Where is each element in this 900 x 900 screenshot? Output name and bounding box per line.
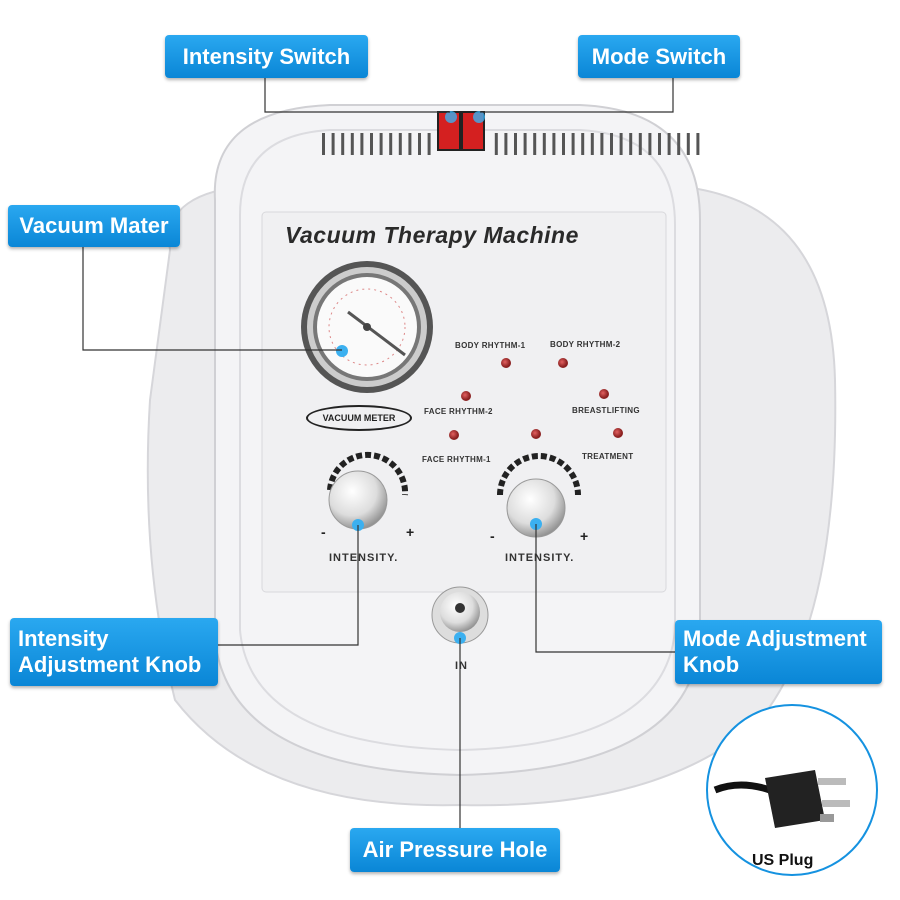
vent-slot [590,133,594,155]
vent-slot [523,133,527,155]
product-title: Vacuum Therapy Machine [285,222,579,248]
vent-slot [571,133,575,155]
vent-slot [533,133,537,155]
vent-slot [494,133,498,155]
vent-slot [408,133,412,155]
inlet-label: IN [455,660,468,672]
mode-label: FACE RHYTHM-1 [422,455,491,464]
vent-slot [341,133,345,155]
mode-label: FACE RHYTHM-2 [424,407,493,416]
vent-slot [696,133,700,155]
callout-vacuum-meter: Vacuum Mater [8,205,180,247]
plus-label: + [406,524,415,540]
minus-label: - [490,528,495,544]
vent-slot [331,133,335,155]
intensity-label: INTENSITY. [505,552,575,564]
callout-mode-switch: Mode Switch [578,35,740,78]
mode-label: BREASTLIFTING [572,406,640,415]
intensity-label: INTENSITY. [329,552,399,564]
vent-slot [542,133,546,155]
vent-slot [418,133,421,155]
mode-label: TREATMENT [582,452,634,461]
vent-slot [504,133,508,155]
plus-label: + [580,528,589,544]
air-inlet [431,586,489,644]
vent-slot [350,133,354,155]
vent-slot [629,133,633,155]
callout-intensity-switch: Intensity Switch [165,35,368,78]
vacuum-meter-label: VACUUM METER [306,405,412,431]
vent-slot [658,133,661,155]
vent-slot [360,133,364,155]
callout-intensity-knob: Intensity Adjustment Knob [10,618,218,686]
vacuum-gauge [301,261,433,393]
mode-label: BODY RHYTHM-1 [455,341,526,350]
callout-mode-knob: Mode Adjustment Knob [675,620,882,684]
us-plug-label: US Plug [752,852,814,869]
minus-label: - [321,524,326,540]
vent-slot [667,133,671,155]
vent-slot [638,133,642,155]
mode-leds [449,358,623,440]
callout-air-pressure-hole: Air Pressure Hole [350,828,560,872]
vent-slot [514,133,517,155]
vent-slot [379,133,383,155]
vent-slot [686,133,690,155]
vent-slot [581,133,585,155]
vent-slot [562,133,565,155]
vent-slot [648,133,652,155]
mode-label: BODY RHYTHM-2 [550,340,621,349]
vent-slot [322,133,325,155]
vent-slot [389,133,393,155]
vent-slot [370,133,373,155]
vent-slot [398,133,402,155]
vent-slot [619,133,623,155]
us-plug-image [706,704,878,876]
leader-lines [82,78,675,828]
vent-slot [552,133,556,155]
vent-slot [677,133,681,155]
vent-grille: /*placeholder*/ [322,133,700,155]
vent-slot [610,133,613,155]
vent-slot [427,133,431,155]
vent-slot [600,133,604,155]
intensity-knob [327,451,409,531]
